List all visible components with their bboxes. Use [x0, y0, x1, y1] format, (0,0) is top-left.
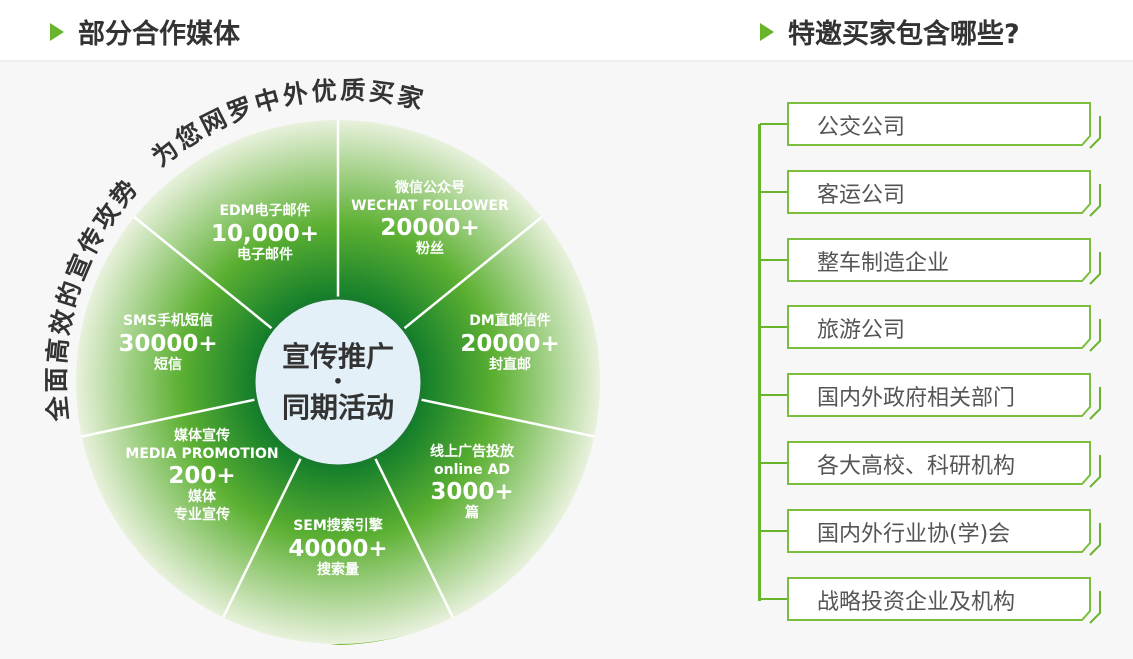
segment-sub: WECHAT FOLLOWER: [351, 197, 509, 214]
center-line2: 同期活动: [281, 390, 395, 424]
segment-unit: 电子邮件: [237, 246, 293, 263]
buyer-item: 旅游公司: [787, 305, 1101, 353]
left-section-title: 部分合作媒体: [50, 12, 240, 51]
buyer-label: 旅游公司: [817, 318, 906, 344]
segment-title: DM直邮信件: [469, 313, 551, 329]
tree-trunk-line: [758, 124, 761, 601]
buyer-item: 战略投资企业及机构: [787, 576, 1101, 624]
segment-title: 线上广告投放: [430, 444, 514, 460]
buyer-item: 各大高校、科研机构: [787, 441, 1101, 488]
branch-line: [760, 394, 787, 397]
segment-num: 10,000+: [210, 220, 320, 247]
buyer-label: 各大高校、科研机构: [817, 454, 1016, 479]
buyer-item: 公交公司: [787, 102, 1101, 149]
center-line1: 宣传推广: [281, 339, 395, 373]
buyer-label: 国内外政府相关部门: [817, 386, 1016, 412]
center-label: 宣传推广 • 同期活动: [282, 338, 394, 426]
segment-title: 微信公众号: [394, 180, 465, 196]
segment-title: SMS手机短信: [122, 313, 214, 329]
segment-num: 20000+: [380, 215, 480, 241]
buyer-label: 公交公司: [817, 115, 906, 140]
right-title-text: 特邀买家包含哪些?: [788, 19, 1020, 50]
segment-unit2: 专业宣传: [174, 506, 230, 523]
left-title-text: 部分合作媒体: [78, 19, 240, 50]
segment-sub: MEDIA PROMOTION: [125, 445, 279, 462]
buyer-item: 国内外政府相关部门: [787, 373, 1101, 420]
right-section-title: 特邀买家包含哪些?: [760, 12, 1020, 51]
branch-line: [760, 597, 787, 600]
branch-line: [760, 258, 787, 261]
buyer-item: 客运公司: [787, 169, 1101, 217]
segment-unit: 短信: [153, 356, 182, 373]
header: 部分合作媒体 特邀买家包含哪些?: [0, 0, 1133, 62]
segment-unit: 搜索量: [316, 561, 359, 578]
center-dot: •: [332, 371, 344, 391]
buyer-label: 整车制造企业: [817, 250, 950, 276]
branch-line: [760, 326, 787, 329]
triangle-icon: [50, 22, 64, 41]
segment-title: EDM电子邮件: [219, 203, 311, 219]
segment-unit: 粉丝: [415, 241, 444, 258]
segment-title: 媒体宣传: [174, 428, 230, 444]
segment-num: 20000+: [460, 330, 560, 357]
segment-num: 200+: [168, 463, 236, 489]
segment-unit: 封直邮: [488, 356, 531, 373]
segment-unit: 篇: [465, 505, 479, 522]
buyer-item: 整车制造企业: [787, 237, 1101, 285]
branch-line: [760, 462, 787, 464]
branch-line: [760, 529, 787, 532]
center-circle: [252, 296, 424, 468]
segment-num: 30000+: [118, 330, 218, 357]
segment-title: SEM搜索引擎: [293, 518, 383, 534]
branch-line: [760, 190, 787, 193]
branch-line: [760, 123, 787, 125]
buyer-label: 国内外行业协(学)会: [817, 521, 1011, 547]
buyer-label: 客运公司: [817, 182, 906, 208]
triangle-icon: [760, 22, 774, 41]
buyer-item: 国内外行业协(学)会: [787, 508, 1101, 556]
buyer-label: 战略投资企业及机构: [817, 589, 1016, 615]
segment-unit: 媒体: [188, 489, 216, 506]
segment-sub: online AD: [434, 461, 510, 478]
segment-num: 40000+: [288, 535, 388, 562]
segment-num: 3000+: [430, 479, 514, 505]
